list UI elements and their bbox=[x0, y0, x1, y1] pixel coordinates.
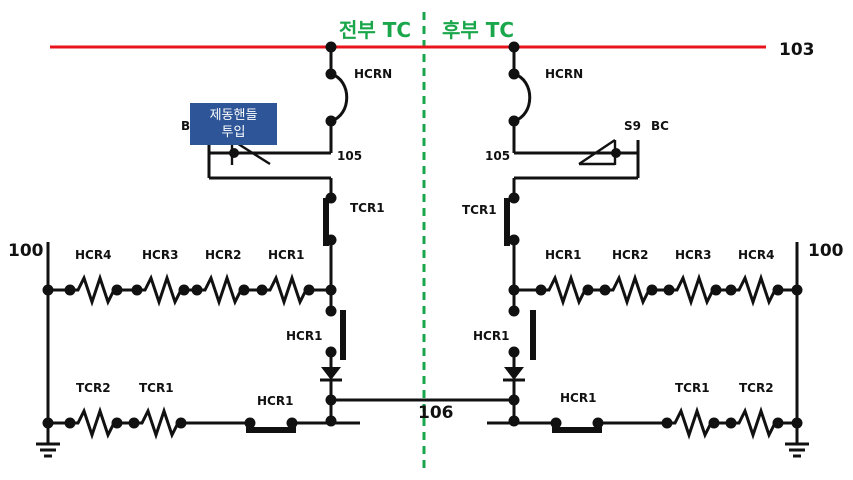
hcr1-bottom-left-label: HCR1 bbox=[257, 394, 293, 408]
hcrn-right-label: HCRN bbox=[545, 67, 583, 81]
resistor-left-bottom-2-label: TCR1 bbox=[139, 381, 174, 395]
hcr1-vert-left-label: HCR1 bbox=[286, 329, 322, 343]
wire-100-right-label: 100 bbox=[808, 241, 844, 261]
brake-handle-line1: 제동핸들 bbox=[209, 108, 258, 123]
brake-handle-line2: 투입 bbox=[221, 125, 246, 140]
wire-103-label: 103 bbox=[779, 40, 815, 60]
wire-105-right-label: 105 bbox=[485, 149, 510, 163]
wire-106-label: 106 bbox=[418, 403, 454, 423]
resistor-left-top-1-label: HCR4 bbox=[75, 248, 111, 262]
resistor-left-top-3-label: HCR2 bbox=[205, 248, 241, 262]
resistor-right-top-4-label: HCR4 bbox=[738, 248, 774, 262]
resistor-left-top-4-label: HCR1 bbox=[268, 248, 304, 262]
hcr1-vert-right-label: HCR1 bbox=[473, 329, 509, 343]
b-left-label: B bbox=[181, 119, 190, 133]
resistor-left-bottom-1-label: TCR2 bbox=[76, 381, 111, 395]
rear-tc-circuit: HCRN 105 S9 BC TCR1 100 bbox=[462, 41, 844, 458]
resistor-right-top-2-label: HCR2 bbox=[612, 248, 648, 262]
header-rear-tc: 후부 TC bbox=[442, 18, 514, 42]
header-front-tc: 전부 TC bbox=[339, 18, 411, 42]
bc-right-label: BC bbox=[651, 119, 669, 133]
s9-right-label: S9 bbox=[624, 119, 641, 133]
wire-105-left-label: 105 bbox=[337, 149, 362, 163]
resistor-right-bottom-1-label: TCR1 bbox=[675, 381, 710, 395]
resistor-right-top-1-label: HCR1 bbox=[545, 248, 581, 262]
tcr1-left-label: TCR1 bbox=[350, 201, 385, 215]
resistor-left-top-2-label: HCR3 bbox=[142, 248, 178, 262]
resistor-right-top-3-label: HCR3 bbox=[675, 248, 711, 262]
hcr1-bottom-right-label: HCR1 bbox=[560, 391, 596, 405]
tcr1-right-label: TCR1 bbox=[462, 203, 497, 217]
wire-100-left-label: 100 bbox=[8, 241, 44, 261]
resistor-right-bottom-2-label: TCR2 bbox=[739, 381, 774, 395]
front-tc-circuit: HCRN 105 B TCR1 100 bbox=[8, 41, 392, 458]
brake-handle-label-box: 제동핸들 투입 bbox=[190, 103, 277, 145]
hcrn-left-label: HCRN bbox=[354, 67, 392, 81]
